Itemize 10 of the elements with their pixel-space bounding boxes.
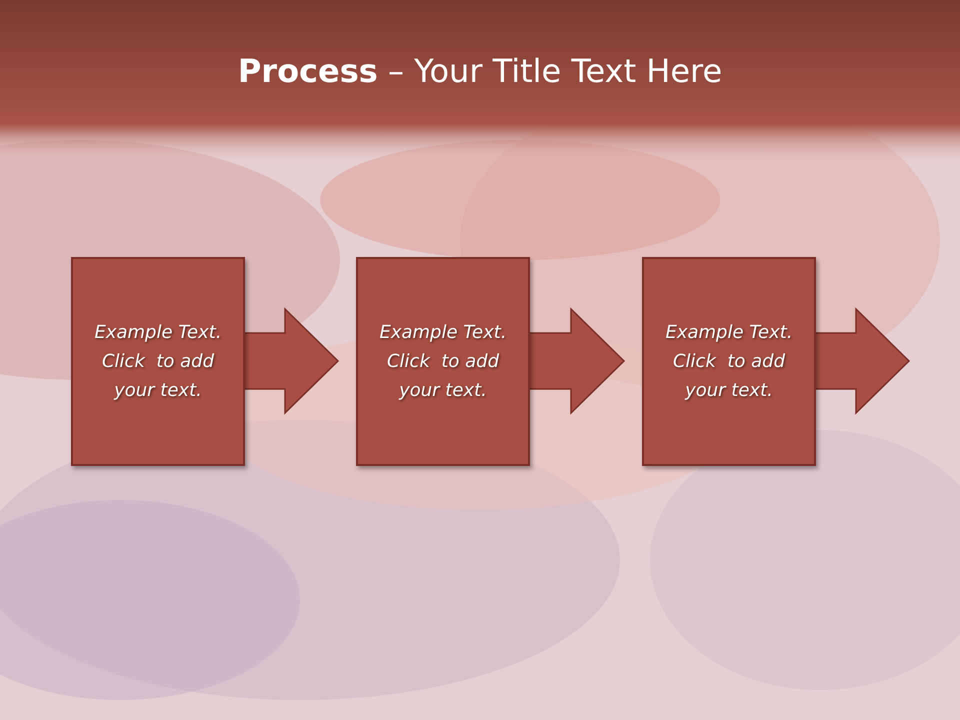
box-text: Example Text. Click to add your text. [93,321,223,403]
box-text: Example Text. Click to add your text. [664,321,794,403]
block-arrow [243,307,340,415]
box-text: Example Text. Click to add your text. [378,321,508,403]
process-box [71,257,245,466]
block-arrow [814,307,910,415]
title: Process – Your Title Text Here [238,52,722,90]
process-box [642,257,816,466]
block-arrow [528,307,626,415]
process-box [356,257,530,466]
